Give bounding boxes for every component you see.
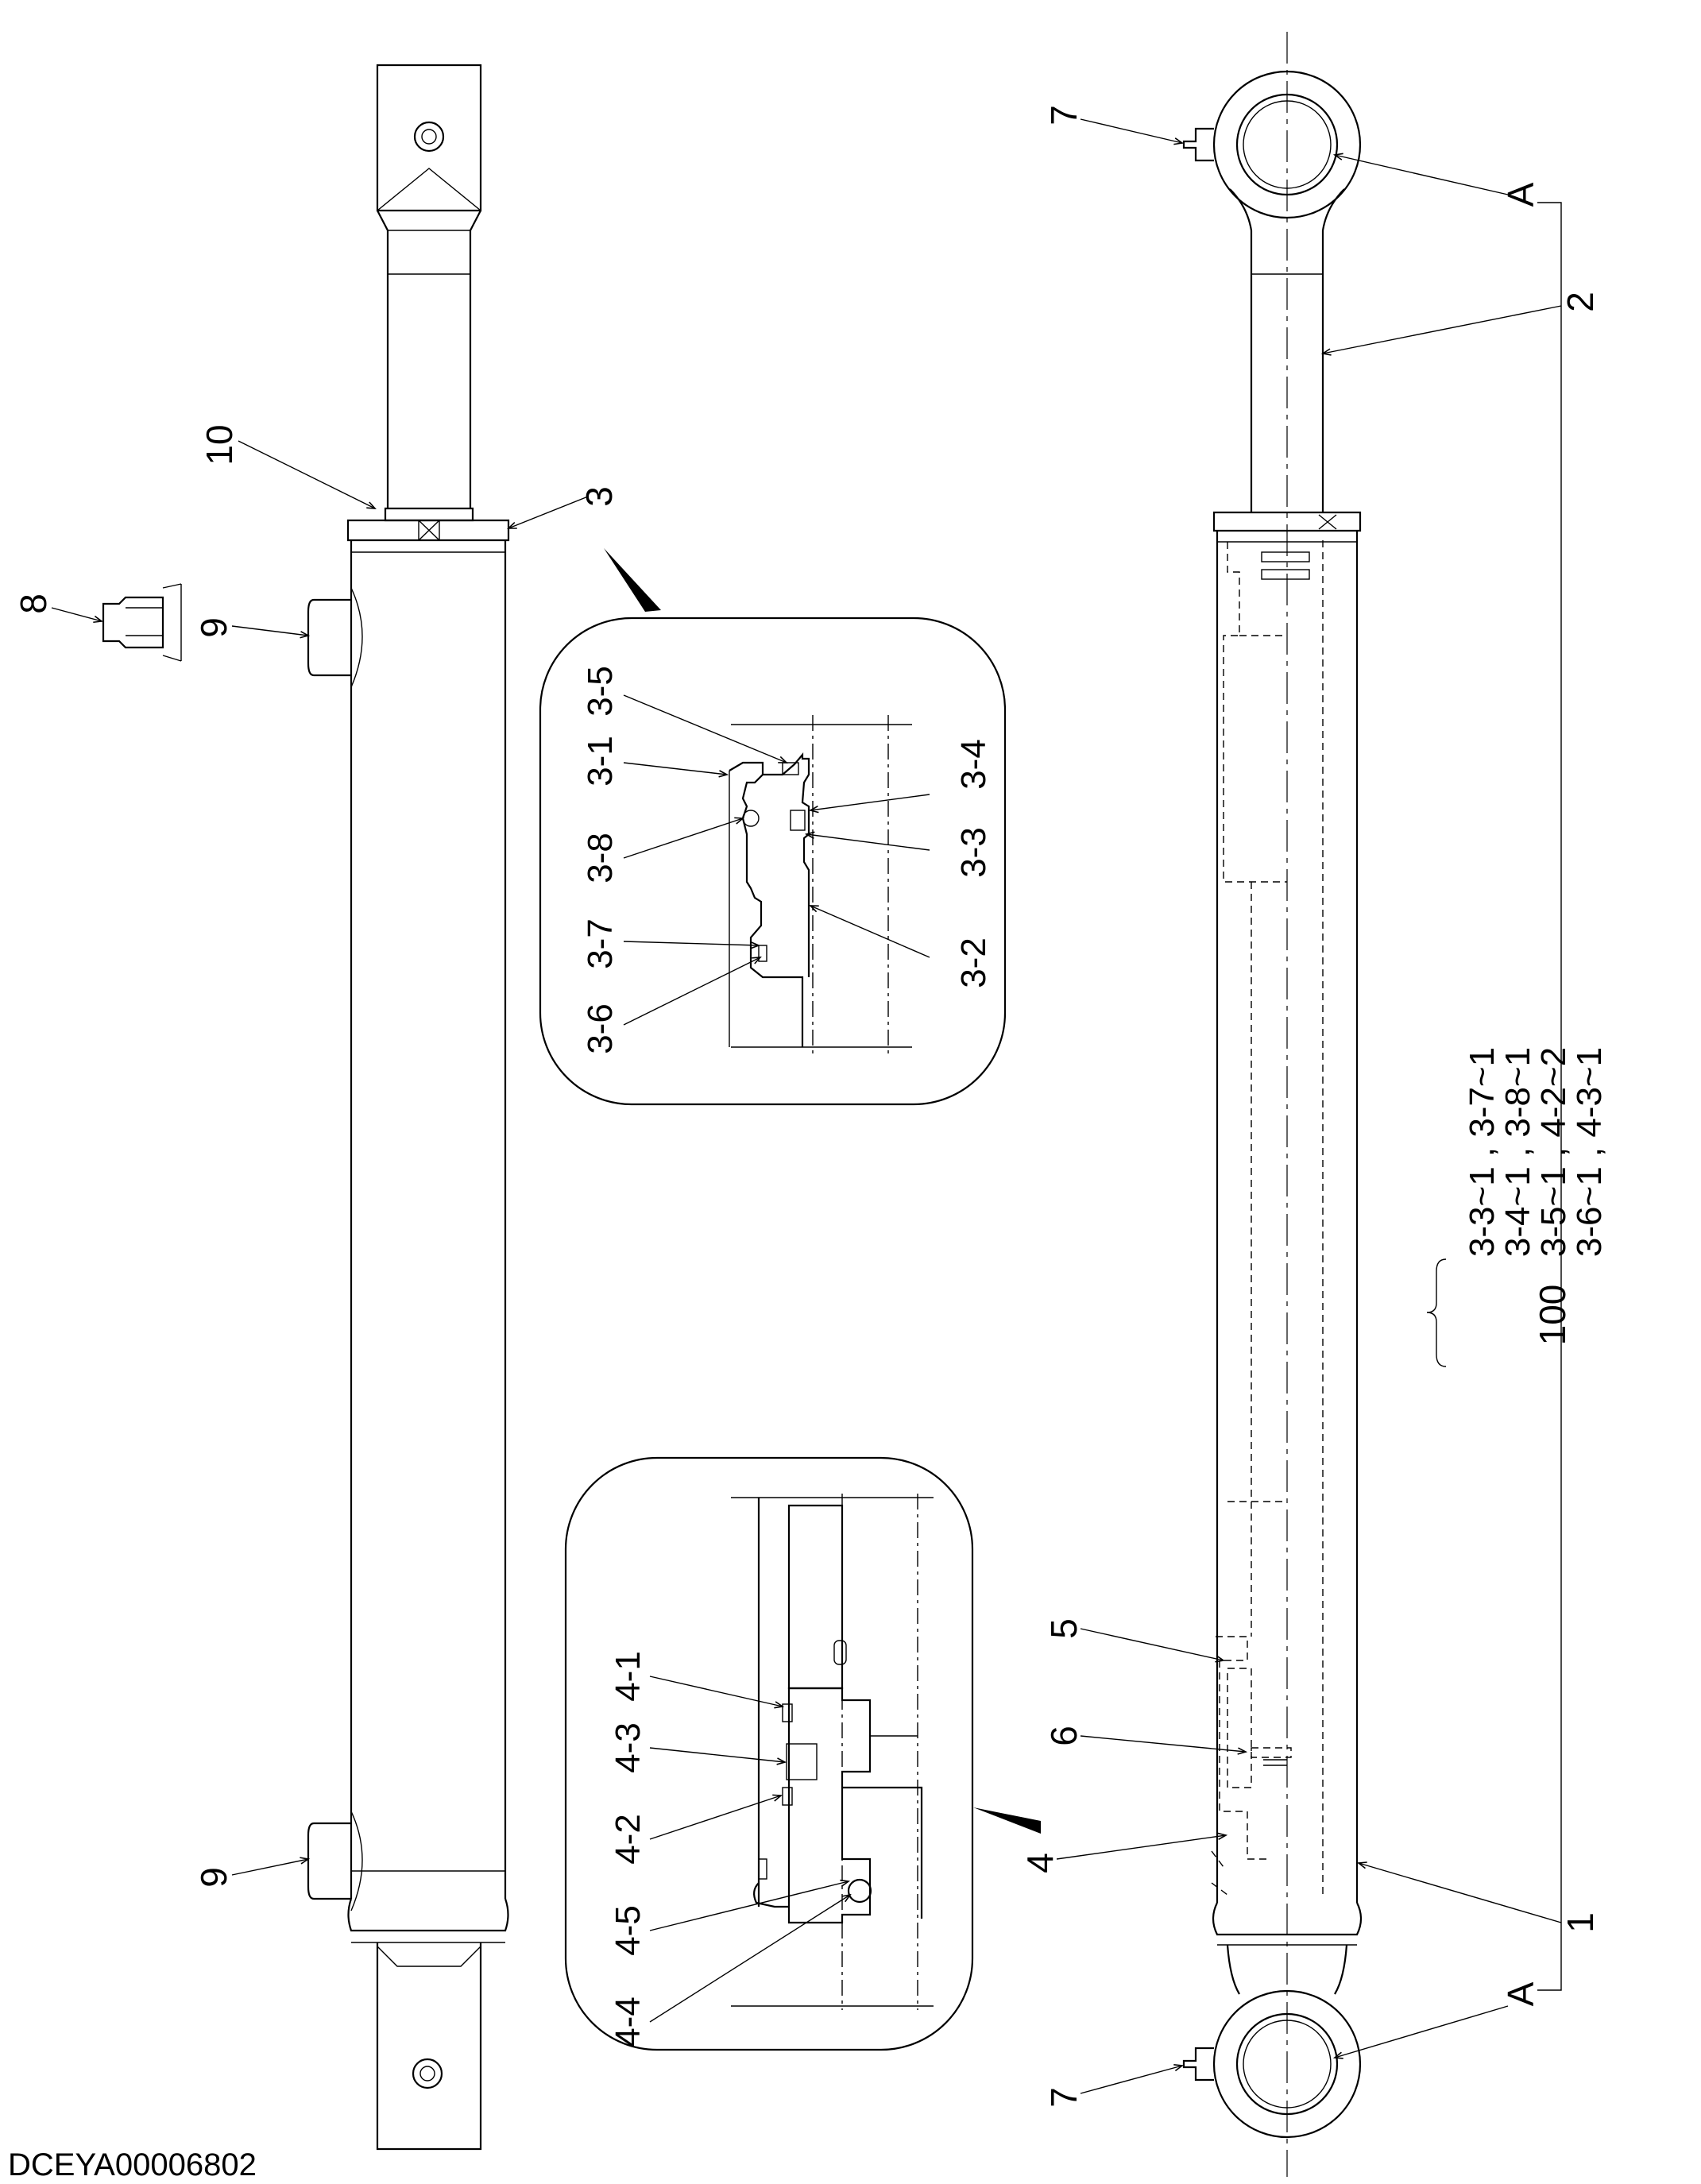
callout-3-3: 3-3 [954, 827, 993, 878]
callout-A-upper: A [1500, 182, 1541, 207]
callout-7-lower: 7 [1043, 2087, 1084, 2108]
callout-6: 6 [1043, 1726, 1084, 1746]
callout-3-2: 3-2 [954, 937, 993, 988]
callout-4-4: 4-4 [609, 1997, 648, 2047]
callout-10: 10 [199, 424, 240, 465]
callout-8: 8 [13, 593, 54, 614]
seal-kit-note: 100 3-3~1 , 3-7~1 3-4~1 , 3-8~1 3-5~1 , … [1426, 1047, 1609, 1367]
callout-A-lower: A [1500, 1981, 1541, 2006]
callout-4-3: 4-3 [609, 1722, 648, 1773]
detail-4-bubble [564, 1456, 1041, 2051]
callout-1: 1 [1560, 1912, 1601, 1933]
seal-kit-row-2: 3-4~1 , 3-8~1 [1498, 1047, 1537, 1257]
callout-3-7: 3-7 [581, 918, 620, 969]
callout-9-lower: 9 [193, 1867, 234, 1888]
callout-4-2: 4-2 [609, 1814, 648, 1865]
right-cylinder-view [1182, 32, 1363, 2177]
seal-kit-row-4: 3-6~1 , 4-3~1 [1570, 1047, 1609, 1257]
seal-kit-row-1: 3-3~1 , 3-7~1 [1463, 1047, 1502, 1257]
callout-7-upper: 7 [1043, 105, 1084, 126]
callout-labels: 10 3 8 9 9 7 7 A A 2 1 5 6 4 3-5 3-1 3-8… [13, 105, 1601, 2108]
seal-kit-label: 100 [1532, 1285, 1573, 1346]
callout-4: 4 [1019, 1853, 1061, 1873]
callout-4-1: 4-1 [609, 1651, 648, 1702]
callout-3-5: 3-5 [581, 666, 620, 717]
left-cylinder-view [102, 64, 510, 2151]
leader-lines [51, 118, 1562, 2094]
callout-3-8: 3-8 [581, 833, 620, 883]
callout-4-5: 4-5 [609, 1905, 648, 1956]
callout-3-4: 3-4 [954, 739, 993, 790]
callout-3-6: 3-6 [581, 1003, 620, 1054]
detail-3-bubble [539, 548, 1007, 1106]
callout-3: 3 [578, 486, 620, 507]
drawing-code: DCEYA00006802 [8, 2147, 257, 2182]
callout-9-upper: 9 [193, 617, 234, 638]
callout-3-1: 3-1 [581, 736, 620, 787]
seal-kit-row-3: 3-5~1 , 4-2~2 [1534, 1047, 1573, 1257]
callout-5: 5 [1043, 1618, 1084, 1639]
callout-2: 2 [1560, 292, 1601, 312]
